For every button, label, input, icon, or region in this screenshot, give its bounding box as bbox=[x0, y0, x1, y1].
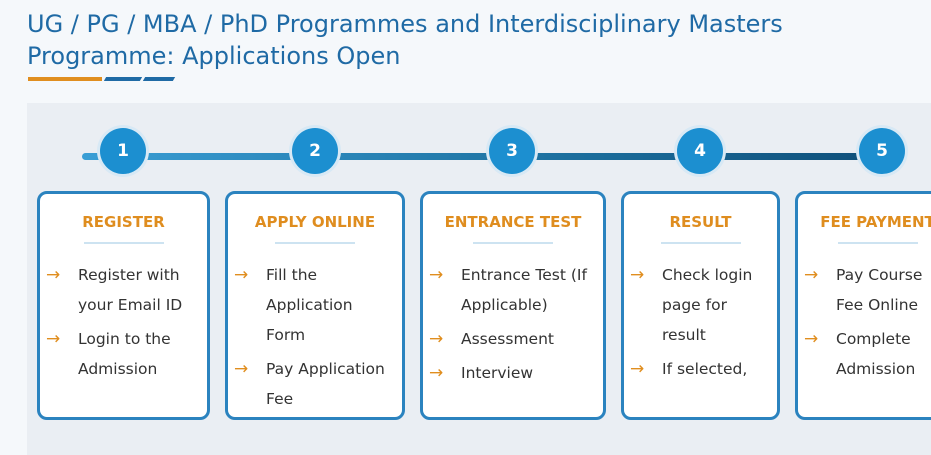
step-card-fee-payment: FEE PAYMENT →Pay Course Fee Online →Comp… bbox=[795, 191, 931, 420]
arrow-right-icon: → bbox=[234, 265, 249, 285]
list-item: →Interview bbox=[429, 358, 595, 388]
step-card-entrance-test: ENTRANCE TEST →Entrance Test (If Applica… bbox=[420, 191, 606, 420]
list-item: →Entrance Test (If Applicable) bbox=[429, 260, 595, 320]
card-title: FEE PAYMENT bbox=[820, 213, 931, 231]
list-item: →Login to the Admission bbox=[46, 324, 199, 384]
arrow-right-icon: → bbox=[429, 329, 444, 349]
arrow-right-icon: → bbox=[429, 265, 444, 285]
card-title: APPLY ONLINE bbox=[254, 213, 376, 231]
card-divider bbox=[473, 242, 553, 244]
underline-segment-blue bbox=[103, 77, 143, 81]
arrow-right-icon: → bbox=[804, 329, 819, 349]
underline-segment-orange bbox=[28, 77, 102, 81]
step-circle-4: 4 bbox=[677, 128, 723, 174]
card-divider bbox=[837, 242, 918, 244]
list-item: →Pay Course Fee Online bbox=[804, 260, 931, 320]
arrow-right-icon: → bbox=[46, 265, 61, 285]
steps-panel: 1 2 3 4 5 REGISTER →Register with your E… bbox=[27, 103, 931, 455]
arrow-right-icon: → bbox=[630, 359, 645, 379]
step-card-register: REGISTER →Register with your Email ID →L… bbox=[37, 191, 210, 420]
card-divider bbox=[83, 242, 164, 244]
arrow-right-icon: → bbox=[234, 359, 249, 379]
list-item: →Complete Admission bbox=[804, 324, 931, 384]
card-title: ENTRANCE TEST bbox=[444, 213, 582, 231]
arrow-right-icon: → bbox=[429, 363, 444, 383]
step-circle-2: 2 bbox=[292, 128, 338, 174]
card-divider bbox=[275, 242, 355, 244]
step-card-result: RESULT →Check login page for result →If … bbox=[621, 191, 780, 420]
list-item: →If selected, bbox=[630, 354, 769, 384]
list-item: →Register with your Email ID bbox=[46, 260, 199, 320]
card-title: REGISTER bbox=[82, 213, 165, 231]
list-item: →Pay Application Fee bbox=[234, 354, 394, 414]
step-circle-1: 1 bbox=[100, 128, 146, 174]
step-card-apply-online: APPLY ONLINE →Fill the Application Form … bbox=[225, 191, 405, 420]
list-item: →Assessment bbox=[429, 324, 595, 354]
list-item: →Check login page for result bbox=[630, 260, 769, 350]
arrow-right-icon: → bbox=[804, 265, 819, 285]
list-item: →Fill the Application Form bbox=[234, 260, 394, 350]
card-divider bbox=[660, 242, 741, 244]
step-circle-5: 5 bbox=[859, 128, 905, 174]
page-title: UG / PG / MBA / PhD Programmes and Inter… bbox=[27, 10, 783, 70]
arrow-right-icon: → bbox=[46, 329, 61, 349]
step-circle-3: 3 bbox=[489, 128, 535, 174]
underline-segment-blue bbox=[142, 77, 176, 81]
arrow-right-icon: → bbox=[630, 265, 645, 285]
progress-track bbox=[82, 153, 892, 160]
card-title: RESULT bbox=[669, 213, 732, 231]
